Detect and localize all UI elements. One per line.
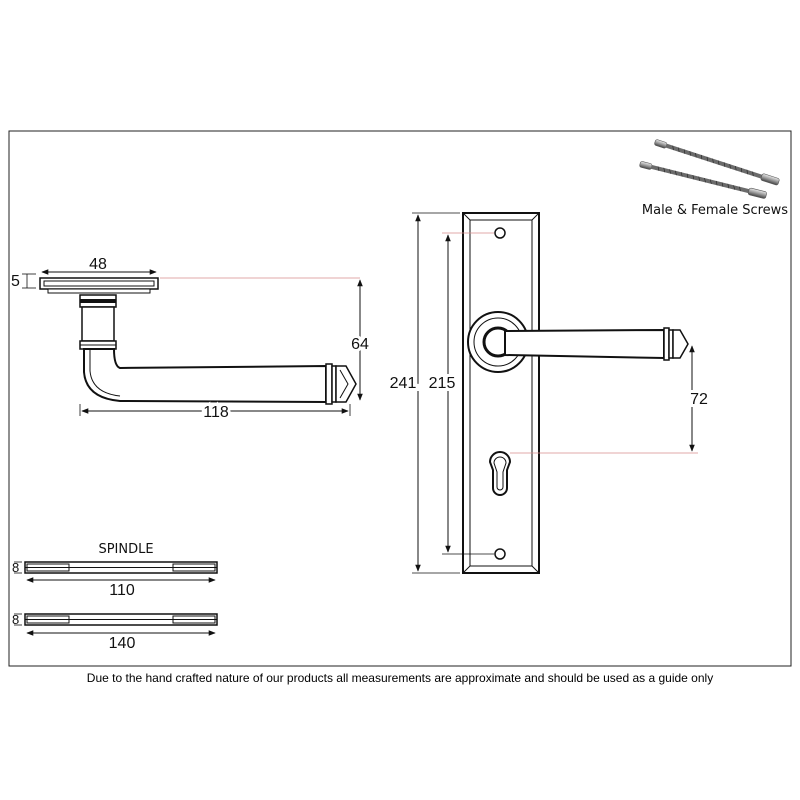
dim-rose-width: 48: [89, 256, 107, 273]
spindles: SPINDLE 8 110 8 140: [12, 542, 218, 652]
screws-label: Male & Female Screws: [642, 203, 788, 218]
disclaimer-note: Due to the hand crafted nature of our pr…: [86, 671, 714, 685]
dim-height: 64: [351, 336, 369, 353]
spindle-length-2: 140: [109, 635, 136, 652]
side-view: 48 5 64 118: [11, 256, 372, 424]
spindle-140: 8 140: [12, 612, 218, 652]
spindle-110: 8 110: [12, 560, 218, 599]
euro-keyhole: [488, 451, 512, 496]
spindle-length-1: 110: [109, 582, 135, 599]
dim-plate-length: 241: [390, 375, 417, 392]
lever-arm: [83, 348, 327, 404]
dim-screw-centres: 215: [429, 375, 456, 392]
plate-lever: [504, 328, 665, 360]
dim-lever-length: 118: [203, 404, 229, 421]
dim-rose-thickness: 5: [11, 273, 20, 290]
rose-plate: [39, 277, 159, 290]
screw-hole-top: [494, 227, 506, 239]
backplate: [462, 212, 540, 574]
plate-view: 241 215 72: [387, 212, 711, 574]
screws-illustration: Male & Female Screws: [639, 139, 788, 218]
drawing-frame: [8, 130, 792, 667]
spindle-title: SPINDLE: [98, 542, 153, 557]
screw-hole-bottom: [494, 548, 506, 560]
dim-lever-to-keyhole: 72: [690, 391, 708, 408]
spindle-section-2: 8: [12, 612, 19, 627]
spindle-section-1: 8: [12, 560, 19, 575]
